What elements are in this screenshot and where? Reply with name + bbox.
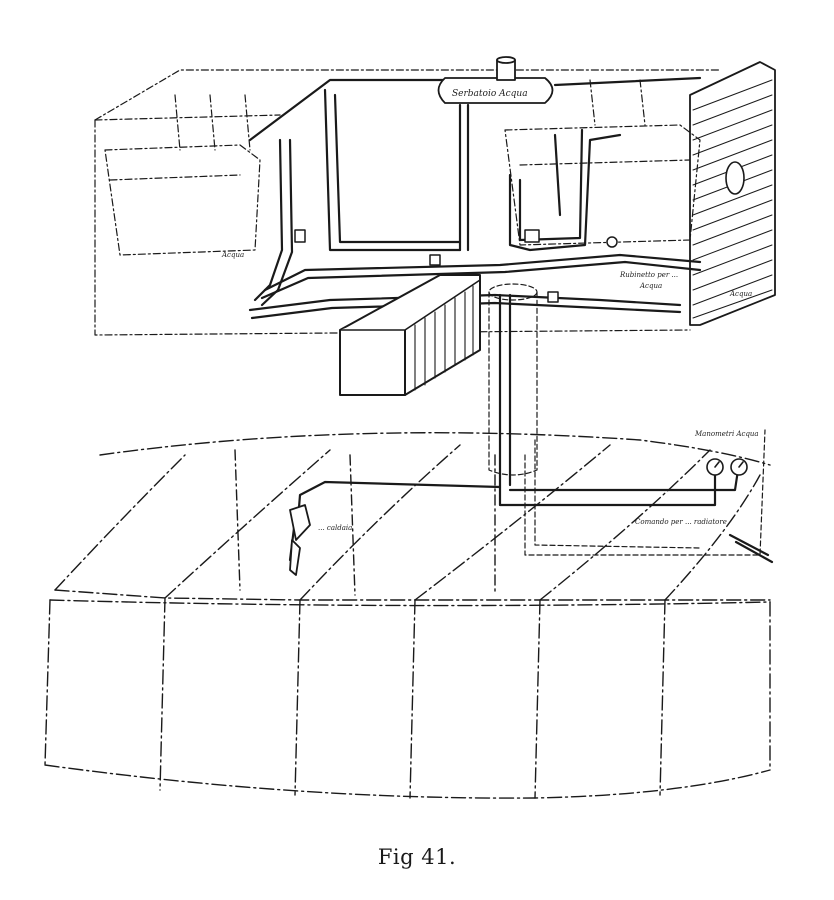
label-lower-left: ... caldaia xyxy=(318,524,352,532)
control-rods xyxy=(728,533,774,564)
hull-outline xyxy=(44,432,771,799)
figure-caption: Fig 41. xyxy=(377,845,457,869)
diagram-labels: Serbatoio Acqua Acqua Rubinetto per ... … xyxy=(221,89,759,532)
fittings xyxy=(294,229,618,303)
piping xyxy=(248,76,740,562)
pressure-gauges xyxy=(706,458,748,476)
label-outlet: Acqua xyxy=(729,290,752,298)
label-water-left: Acqua xyxy=(221,251,244,259)
upper-box-outline xyxy=(94,69,721,336)
hatched-end-panel xyxy=(689,61,776,326)
nozzle-device xyxy=(289,504,311,576)
shaft-casing xyxy=(488,283,766,556)
water-tank xyxy=(437,56,554,104)
label-gauges: Manometri Acqua xyxy=(694,430,759,438)
radiator-block xyxy=(339,274,481,396)
label-control: Comando per ... radiatore xyxy=(635,518,727,526)
label-tank: Serbatoio Acqua xyxy=(452,89,528,99)
label-valve-note: Rubinetto per ... xyxy=(619,271,678,279)
label-pipe-line: Acqua xyxy=(639,282,662,290)
